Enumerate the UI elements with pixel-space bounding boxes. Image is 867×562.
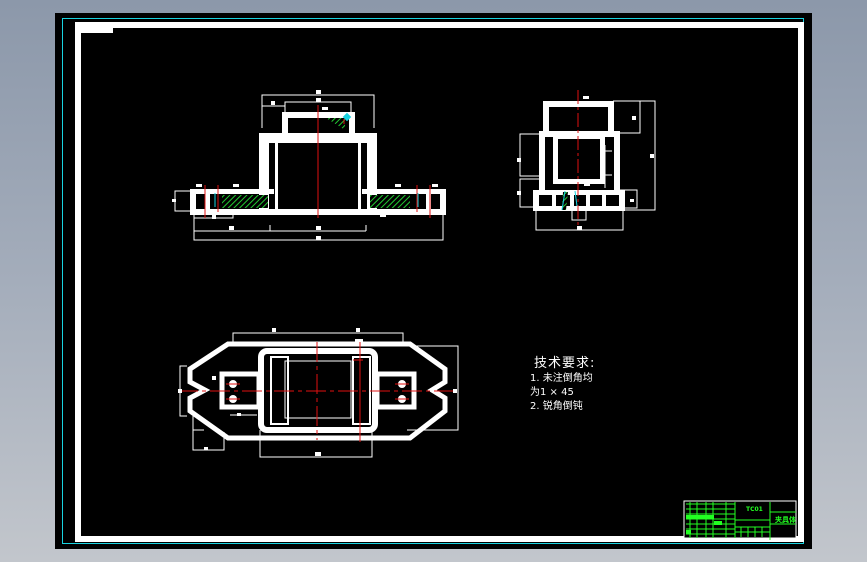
title-block xyxy=(683,500,797,540)
drawing-canvas[interactable] xyxy=(55,13,812,549)
tech-req-line-3: 2. 锐角倒钝 xyxy=(530,401,583,412)
title-block-part-name: 夹具体 xyxy=(775,516,796,524)
side-view xyxy=(517,90,656,231)
front-view xyxy=(172,90,446,241)
tech-req-line-1: 1. 未注倒角均 xyxy=(530,373,593,384)
technical-requirements: 技术要求: 1. 未注倒角均 为1 × 45 2. 锐角倒钝 xyxy=(530,352,595,413)
top-view xyxy=(178,328,459,458)
title-block-drawing-code: TC01 xyxy=(746,506,763,513)
tech-req-line-2: 为1 × 45 xyxy=(530,387,574,398)
sheet-border-notch xyxy=(81,28,113,33)
tech-req-title: 技术要求: xyxy=(534,356,596,371)
sheet-border xyxy=(75,22,804,542)
